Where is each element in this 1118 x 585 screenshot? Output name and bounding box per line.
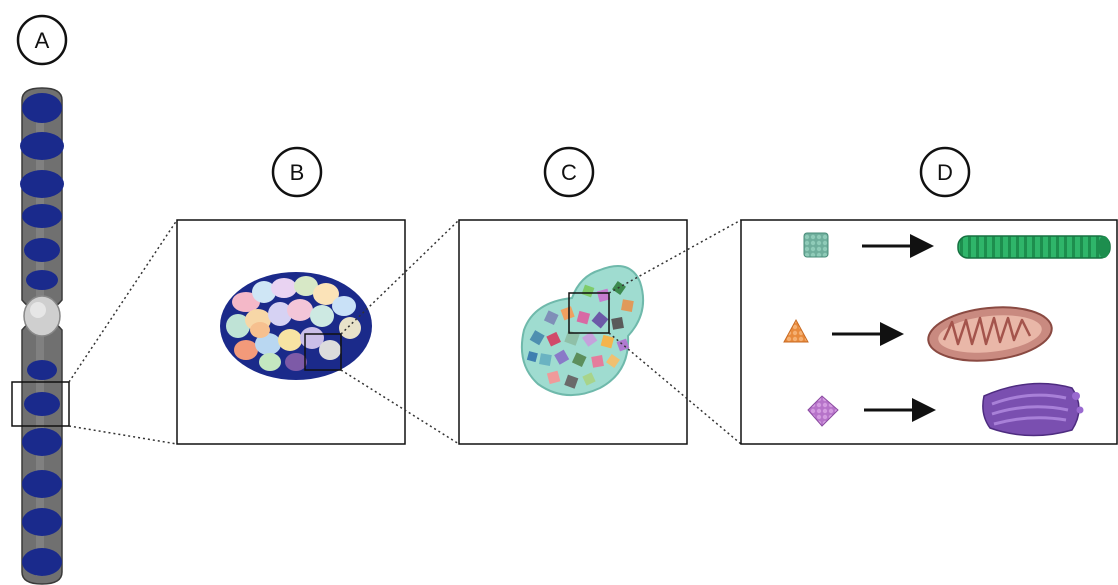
row-mitochondrion [783,306,1053,362]
panel-a-label-text: A [35,28,50,53]
chromosome-band [24,392,60,416]
panel-label-d: D [919,146,971,198]
nucleus [220,272,372,380]
zoom-box-a [11,381,70,427]
chromosome-band [22,508,62,536]
chromosome-band [20,132,64,160]
zoom-connectors-a-b [68,219,178,445]
zoom-box-c [568,292,610,334]
chromosome [20,87,64,585]
panel-label-b: B [271,146,323,198]
zoom-connectors-b-c [340,219,460,445]
chromosome-band [22,428,62,456]
zoom-connectors-c-d [608,219,742,445]
panel-b-label-text: B [290,160,305,185]
chromatin-territories [226,276,361,371]
panel-label-a: A [16,14,68,66]
panel-c: C [458,146,688,445]
panel-d-label-text: D [937,160,953,185]
microtubule-icon [957,235,1111,259]
chromosome-bands [20,93,64,576]
chromosome-band [22,93,62,123]
cell [520,265,644,397]
chromosome-band [26,270,58,290]
chromosome-band [20,170,64,198]
panel-label-c: C [543,146,595,198]
teal-cube-icon [803,232,829,258]
mitochondrion-icon [927,306,1053,362]
chromosome-band [22,548,62,576]
chromosome-band [24,238,60,262]
chromosome-band [22,470,62,498]
purple-cluster-icon [807,395,839,427]
panel-c-label-text: C [561,160,577,185]
row-golgi [807,382,1084,437]
panel-a: A [11,14,70,585]
orange-pyramid-icon [783,318,809,343]
row-microtubule [803,232,1111,259]
chromosome-band [27,360,57,380]
panel-b: B [176,146,406,445]
golgi-apparatus-icon [982,382,1084,437]
chromosome-band [22,204,62,228]
protein-aggregates [526,281,634,389]
panel-d: D [740,146,1118,445]
zoom-box-b [304,333,342,371]
